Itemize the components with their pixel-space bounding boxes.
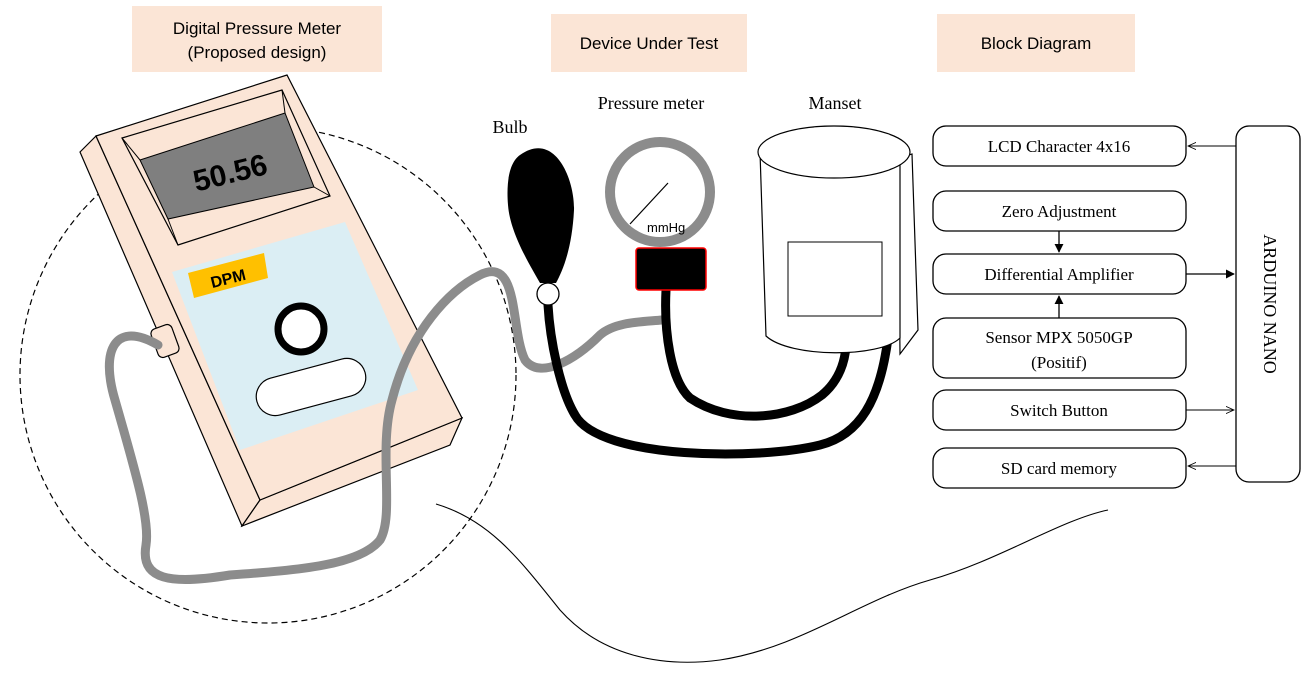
bulb-body <box>507 148 575 283</box>
cuff-flap <box>897 153 919 356</box>
header-dut-label: Device Under Test <box>580 34 719 53</box>
block-sensor-line1: Sensor MPX 5050GP <box>985 328 1132 347</box>
pressure-gauge: mmHg Pressure meter <box>598 93 715 291</box>
block-diff-amp-label: Differential Amplifier <box>984 265 1134 284</box>
black-tube-gauge <box>661 285 851 421</box>
cuff: Manset <box>757 93 919 356</box>
block-sensor-line2: (Positif) <box>1031 353 1087 372</box>
bulb-label: Bulb <box>492 117 527 137</box>
header-block: Block Diagram <box>937 14 1135 72</box>
gauge-needle <box>629 182 669 225</box>
bulb: Bulb <box>492 117 575 306</box>
cuff-window <box>787 241 883 317</box>
header-dut: Device Under Test <box>551 14 747 72</box>
lcd-screen <box>139 112 315 220</box>
block-switch-label: Switch Button <box>1010 401 1108 420</box>
block-lcd <box>932 125 1187 167</box>
header-dpm: Digital Pressure Meter (Proposed design) <box>132 6 382 72</box>
dpm-device: 50.56 DPM <box>79 74 464 528</box>
header-dpm-line1: Digital Pressure Meter <box>173 19 342 38</box>
cuff-top <box>757 125 911 179</box>
device-highlight-circle <box>19 126 517 624</box>
block-lcd-label: LCD Character 4x16 <box>988 137 1131 156</box>
gauge-unit: mmHg <box>647 220 685 235</box>
header-block-label: Block Diagram <box>981 34 1092 53</box>
block-arduino <box>1235 125 1301 483</box>
gauge-label: Pressure meter <box>598 93 704 113</box>
gauge-collar <box>635 247 707 291</box>
dpm-badge <box>188 253 268 298</box>
block-sd-card <box>932 447 1187 489</box>
slot-button[interactable] <box>252 354 370 420</box>
block-arduino-label: ARDUINO NANO <box>1260 234 1280 374</box>
block-zero-adjust-label: Zero Adjustment <box>1002 202 1117 221</box>
round-button[interactable] <box>274 302 328 356</box>
block-diagram: LCD Character 4x16 Zero Adjustment Diffe… <box>932 125 1301 489</box>
header-dpm-line2: (Proposed design) <box>188 43 327 62</box>
black-tube-bulb <box>543 300 893 459</box>
gray-tube <box>104 267 667 584</box>
bulb-valve <box>536 282 560 306</box>
cuff-label: Manset <box>809 93 862 113</box>
block-sd-card-label: SD card memory <box>1001 459 1118 478</box>
signal-wire <box>435 503 1109 663</box>
